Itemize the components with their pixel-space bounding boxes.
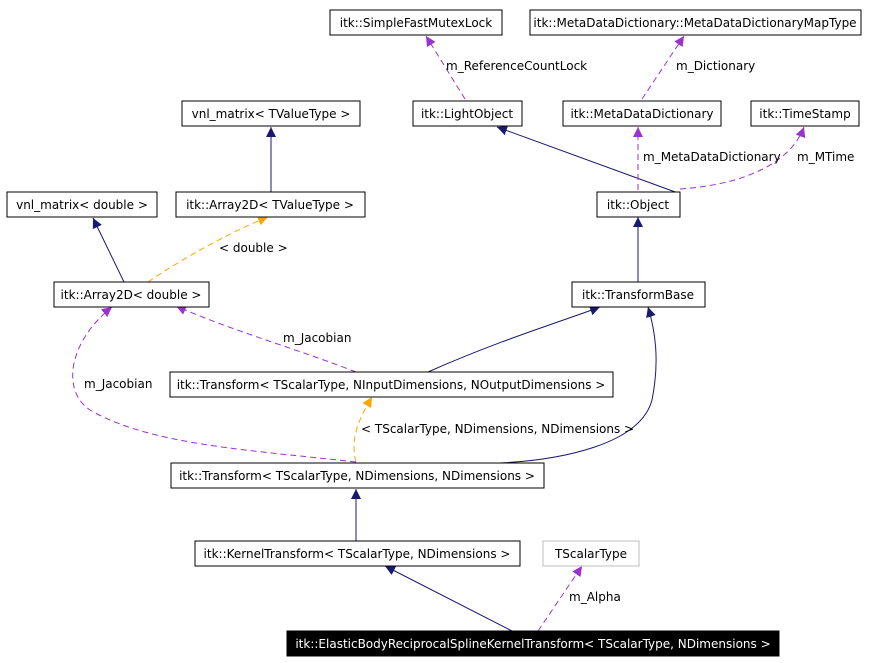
node-object[interactable]: itk::Object xyxy=(596,191,681,218)
edge-reference-count-lock xyxy=(425,35,466,100)
node-simple-fast-mutex-lock[interactable]: itk::SimpleFastMutexLock xyxy=(329,9,503,36)
node-elastic-body-reciprocal-spline-kernel-transform: itk::ElasticBodyReciprocalSplineKernelTr… xyxy=(286,630,780,657)
label-meta-data-dictionary: m_MetaDataDictionary xyxy=(643,150,781,164)
node-elastic-body-label: itk::ElasticBodyReciprocalSplineKernelTr… xyxy=(295,637,770,651)
node-meta-data-dictionary-map-type[interactable]: itk::MetaDataDictionary::MetaDataDiction… xyxy=(529,9,862,36)
node-transform-base[interactable]: itk::TransformBase xyxy=(571,281,706,308)
node-meta-data-dictionary-label: itk::MetaDataDictionary xyxy=(570,107,713,121)
node-array2d-double[interactable]: itk::Array2D< double > xyxy=(53,281,210,308)
node-time-stamp-label: itk::TimeStamp xyxy=(759,107,850,121)
edge-array2d-double-template xyxy=(147,216,269,283)
edge-dictionary xyxy=(641,35,685,100)
node-object-label: itk::Object xyxy=(607,198,669,212)
node-array2d-double-label: itk::Array2D< double > xyxy=(61,288,202,302)
node-meta-data-dictionary-map-type-label: itk::MetaDataDictionary::MetaDataDiction… xyxy=(533,16,856,30)
edge-alpha xyxy=(537,565,583,632)
label-dictionary: m_Dictionary xyxy=(676,59,755,73)
node-simple-fast-mutex-lock-label: itk::SimpleFastMutexLock xyxy=(340,16,493,30)
node-time-stamp[interactable]: itk::TimeStamp xyxy=(750,100,860,127)
node-tscalar-type[interactable]: TScalarType xyxy=(542,540,640,567)
label-alpha: m_Alpha xyxy=(569,590,621,604)
edge-object-to-lightobject xyxy=(496,125,679,194)
edge-array2d-double-to-vnl-matrix-double xyxy=(92,217,125,283)
edge-mtime xyxy=(679,126,806,190)
node-vnl-matrix-double[interactable]: vnl_matrix< double > xyxy=(6,191,158,218)
node-vnl-matrix-double-label: vnl_matrix< double > xyxy=(16,198,148,212)
node-transform-dims-label: itk::Transform< TScalarType, NDimensions… xyxy=(179,469,535,483)
node-vnl-matrix-tvaluetype[interactable]: vnl_matrix< TValueType > xyxy=(181,100,361,127)
node-vnl-matrix-tvaluetype-label: vnl_matrix< TValueType > xyxy=(192,107,351,121)
edge-transform-dims-template xyxy=(353,396,373,463)
edge-jacobian-left xyxy=(72,306,357,463)
node-transform-in-out[interactable]: itk::Transform< TScalarType, NInputDimen… xyxy=(169,371,614,398)
label-reference-count-lock: m_ReferenceCountLock xyxy=(446,59,587,73)
label-mtime: m_MTime xyxy=(797,150,854,164)
node-transform-in-out-label: itk::Transform< TScalarType, NInputDimen… xyxy=(177,378,606,392)
label-transform-template: < TScalarType, NDimensions, NDimensions … xyxy=(361,422,634,436)
node-array2d-tvaluetype[interactable]: itk::Array2D< TValueType > xyxy=(175,191,366,218)
node-light-object-label: itk::LightObject xyxy=(421,107,513,121)
label-double-template: < double > xyxy=(219,241,288,255)
node-tscalar-type-label: TScalarType xyxy=(554,547,627,561)
node-array2d-tvaluetype-label: itk::Array2D< TValueType > xyxy=(186,198,354,212)
node-kernel-transform[interactable]: itk::KernelTransform< TScalarType, NDime… xyxy=(194,540,521,567)
edge-transform-dims-to-transformbase xyxy=(499,306,657,464)
label-jacobian-left: m_Jacobian xyxy=(84,377,152,391)
node-meta-data-dictionary[interactable]: itk::MetaDataDictionary xyxy=(562,100,722,127)
node-light-object[interactable]: itk::LightObject xyxy=(412,100,523,127)
edge-jacobian-top xyxy=(175,305,357,373)
node-transform-dims[interactable]: itk::Transform< TScalarType, NDimensions… xyxy=(170,462,545,489)
node-transform-base-label: itk::TransformBase xyxy=(582,288,694,302)
edge-elasticbody-to-kerneltransform xyxy=(384,565,513,632)
edge-transform-in-out-to-transformbase xyxy=(427,305,601,373)
label-jacobian-top: m_Jacobian xyxy=(283,331,351,345)
node-kernel-transform-label: itk::KernelTransform< TScalarType, NDime… xyxy=(204,547,511,561)
